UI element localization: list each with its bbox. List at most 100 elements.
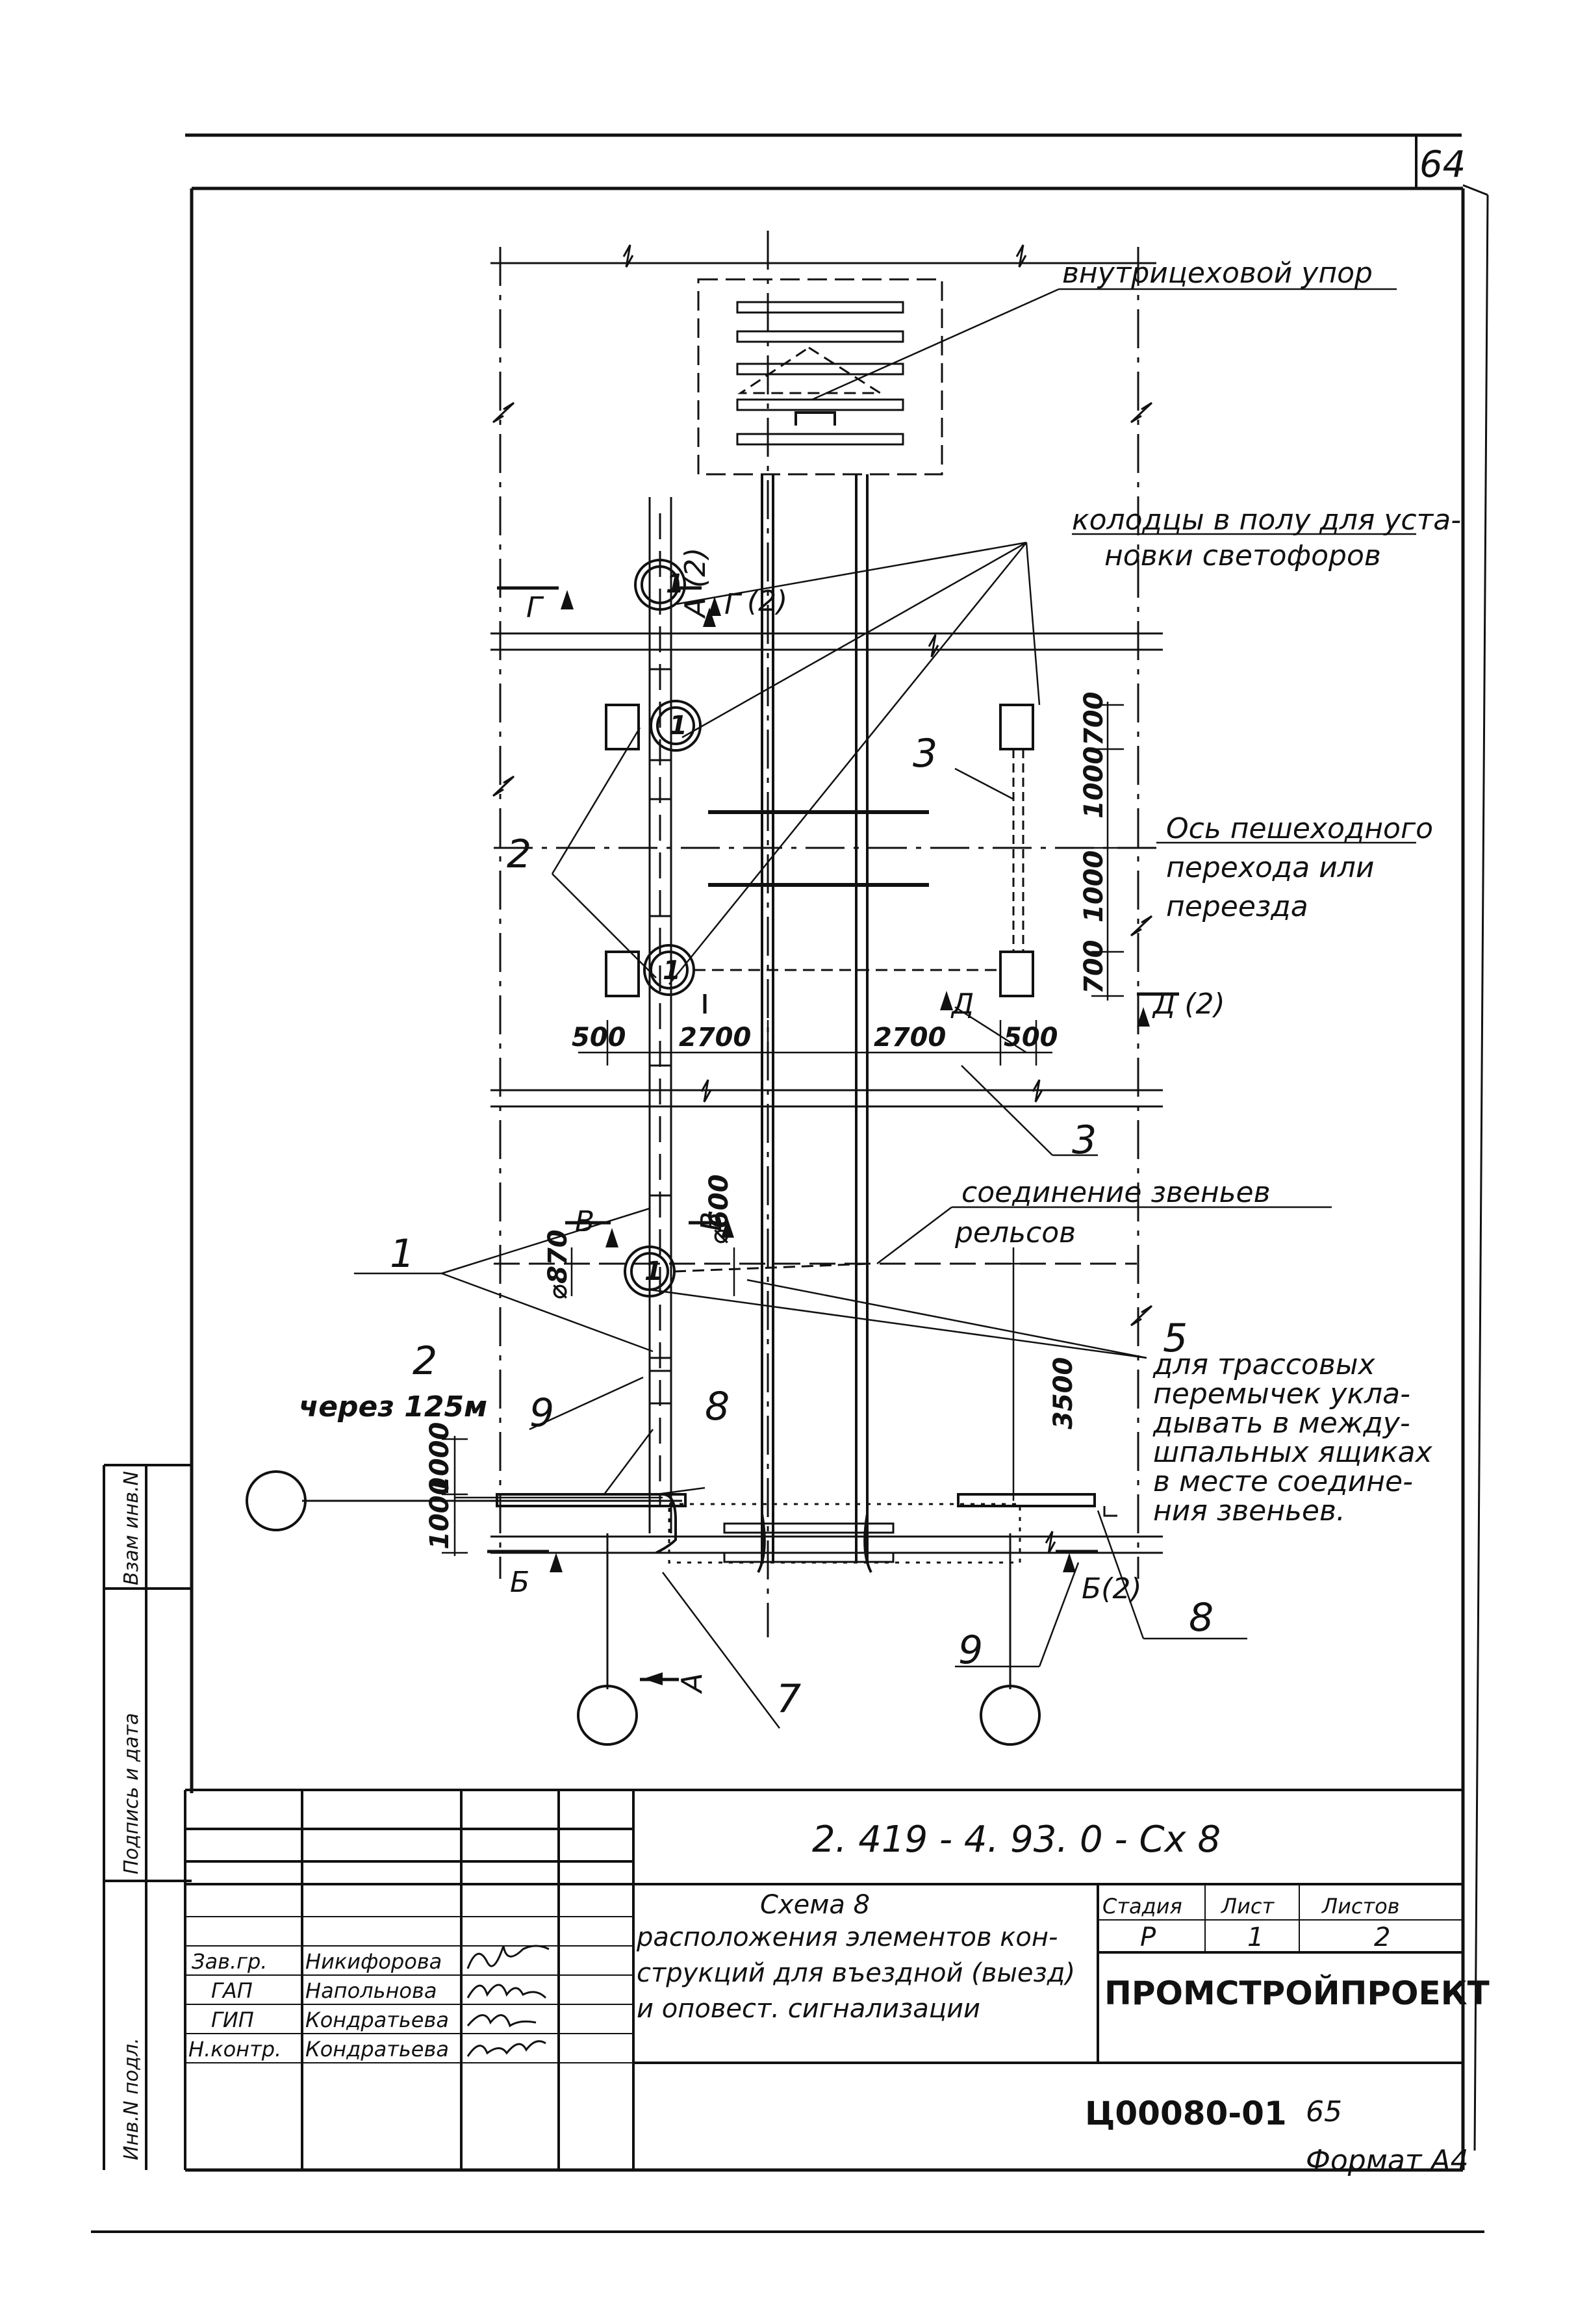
- dim-600: ⌀600: [704, 1174, 734, 1244]
- role-norm-control: Н.контр.: [188, 2037, 281, 2062]
- role-gap: ГАП: [211, 1978, 253, 2003]
- dim-870: ⌀870: [543, 1229, 573, 1299]
- side-stamp-strip: [103, 1464, 192, 2170]
- leader-lines: [354, 288, 1416, 1729]
- section-g-right-sup: (2): [747, 585, 787, 618]
- axis-label-line2: перехода или: [1166, 851, 1374, 884]
- callout-3-upper: 3: [913, 731, 937, 776]
- dim-1000-up: 1000: [425, 1422, 455, 1494]
- title-block-grid: [184, 1789, 1463, 2170]
- pit-drain: [655, 1493, 677, 1554]
- section-v-right: В: [695, 1212, 728, 1231]
- dim-1000-bottom: 1000: [1079, 850, 1109, 923]
- section-g-left: Г: [526, 591, 544, 624]
- footer-page: 65: [1306, 2095, 1342, 2128]
- sheet-label: Лист: [1221, 1894, 1275, 1919]
- plan-drawing: [246, 231, 1416, 1746]
- scheme-title-line4: и оповест. сигнализации: [637, 1994, 980, 2024]
- dimension-lines: [442, 702, 1124, 1556]
- cable-trough: [648, 497, 672, 1533]
- signal-box-left-2: [605, 951, 640, 997]
- scheme-title-line3: струкций для въездной (выезд): [637, 1958, 1075, 1988]
- callout-1: 1: [390, 1231, 414, 1277]
- section-v-left: В: [575, 1205, 594, 1238]
- role-head-of-group: Зав.гр.: [192, 1949, 267, 1974]
- stop-sleepers: [736, 301, 904, 446]
- well-mark-2: 1: [663, 956, 681, 986]
- axis-marker-bottom-right: [980, 1685, 1041, 1746]
- side-stamp-signature: Подпись и дата: [120, 1713, 143, 1875]
- signal-well-top: [634, 559, 686, 611]
- wells-label-line2: новки светофоров: [1104, 539, 1381, 572]
- callout-7: 7: [776, 1676, 801, 1722]
- section-arrows: [550, 590, 1150, 1685]
- sheets-value: 2: [1374, 1922, 1390, 1952]
- well-mark-1: 1: [669, 711, 687, 741]
- handwritten-signatures: [466, 1945, 550, 2057]
- callout-9-upper: 9: [529, 1390, 554, 1436]
- axis-label-line1: Ось пешеходного: [1166, 812, 1433, 845]
- side-stamp-inventory: Инв.N подл.: [120, 2037, 143, 2160]
- callout-2-upper: 2: [507, 832, 531, 877]
- crossing-planks: [708, 810, 929, 887]
- dim-500-right: 500: [1004, 1023, 1058, 1053]
- rails: [761, 474, 869, 1563]
- side-stamp-replacement: Взам инв.N: [120, 1471, 143, 1585]
- paper-format: Формат А4: [1306, 2144, 1469, 2177]
- joint-label-line1: соединение звеньев: [961, 1176, 1271, 1209]
- every-125m-label: через 125м: [299, 1390, 487, 1424]
- name-1: Никифорова: [305, 1949, 442, 1974]
- axis-marker-left: [246, 1470, 307, 1531]
- scheme-title: Схема 8: [760, 1890, 870, 1920]
- axis-marker-bottom-left: [577, 1685, 638, 1746]
- callout-9-lower: 9: [958, 1628, 983, 1673]
- jumpers-label-line1: для трассовых: [1152, 1348, 1375, 1381]
- dim-1000-down: 1000: [425, 1477, 455, 1550]
- stop-triangle: [737, 346, 884, 394]
- axis-label-line3: переезда: [1166, 890, 1308, 923]
- document-code: 2. 419 - 4. 93. 0 - Сх 8: [812, 1819, 1221, 1861]
- dim-2700-right: 2700: [874, 1023, 946, 1053]
- archive-code: Ц00080-01: [1085, 2095, 1287, 2132]
- section-d-right: Д (2): [1152, 988, 1225, 1021]
- callout-8-upper: 8: [705, 1384, 730, 1429]
- company-name: ПРОМСТРОЙПРОЕКТ: [1104, 1974, 1490, 2012]
- break-marks: [492, 244, 1153, 1554]
- dim-2700-left: 2700: [679, 1023, 751, 1053]
- dim-1000-top: 1000: [1079, 747, 1109, 819]
- well-mark-3: 1: [644, 1257, 663, 1286]
- name-2: Напольнова: [305, 1978, 437, 2003]
- callout-5: 5: [1163, 1316, 1188, 1361]
- callout-2-lower: 2: [413, 1338, 437, 1384]
- name-4: Кондратьева: [305, 2037, 449, 2062]
- stage-value: Р: [1140, 1922, 1156, 1952]
- dim-700-bottom: 700: [1079, 940, 1109, 995]
- section-b-right: Б(2): [1082, 1572, 1142, 1605]
- signal-box-right-2: [999, 951, 1034, 997]
- name-3: Кондратьева: [305, 2008, 449, 2032]
- jumpers-label-line6: ния звеньев.: [1153, 1494, 1345, 1527]
- dim-3500: 3500: [1049, 1357, 1078, 1429]
- callout-3-lower: 3: [1072, 1117, 1097, 1163]
- drawing-frame: [185, 136, 1489, 2172]
- jumpers-label-line3: дывать в между-: [1152, 1407, 1410, 1440]
- signal-well-1: [650, 700, 702, 752]
- section-a-bottom: А: [676, 1673, 709, 1694]
- jumpers-label-line4: шпальных ящиках: [1153, 1436, 1433, 1469]
- dim-700-top: 700: [1079, 692, 1109, 747]
- page-number: 64: [1419, 144, 1466, 186]
- pit-sleepers: [723, 1522, 895, 1563]
- jumpers-label-line2: перемычек укла-: [1153, 1377, 1410, 1411]
- stage-label: Стадия: [1102, 1894, 1182, 1919]
- section-g-right: Г: [724, 588, 743, 621]
- callout-8-lower: 8: [1189, 1595, 1214, 1641]
- wells-label-line1: колодцы в полу для уста-: [1072, 504, 1461, 537]
- jumpers-label-line5: в месте соедине-: [1153, 1465, 1413, 1498]
- stop-label: внутрицеховой упор: [1062, 257, 1373, 290]
- section-a-top: А: [679, 598, 712, 619]
- dim-500-left: 500: [572, 1023, 626, 1053]
- section-a-top-sup: (2): [679, 548, 712, 588]
- scheme-title-line2: расположения элементов кон-: [636, 1922, 1058, 1952]
- joint-label-line2: рельсов: [954, 1216, 1076, 1249]
